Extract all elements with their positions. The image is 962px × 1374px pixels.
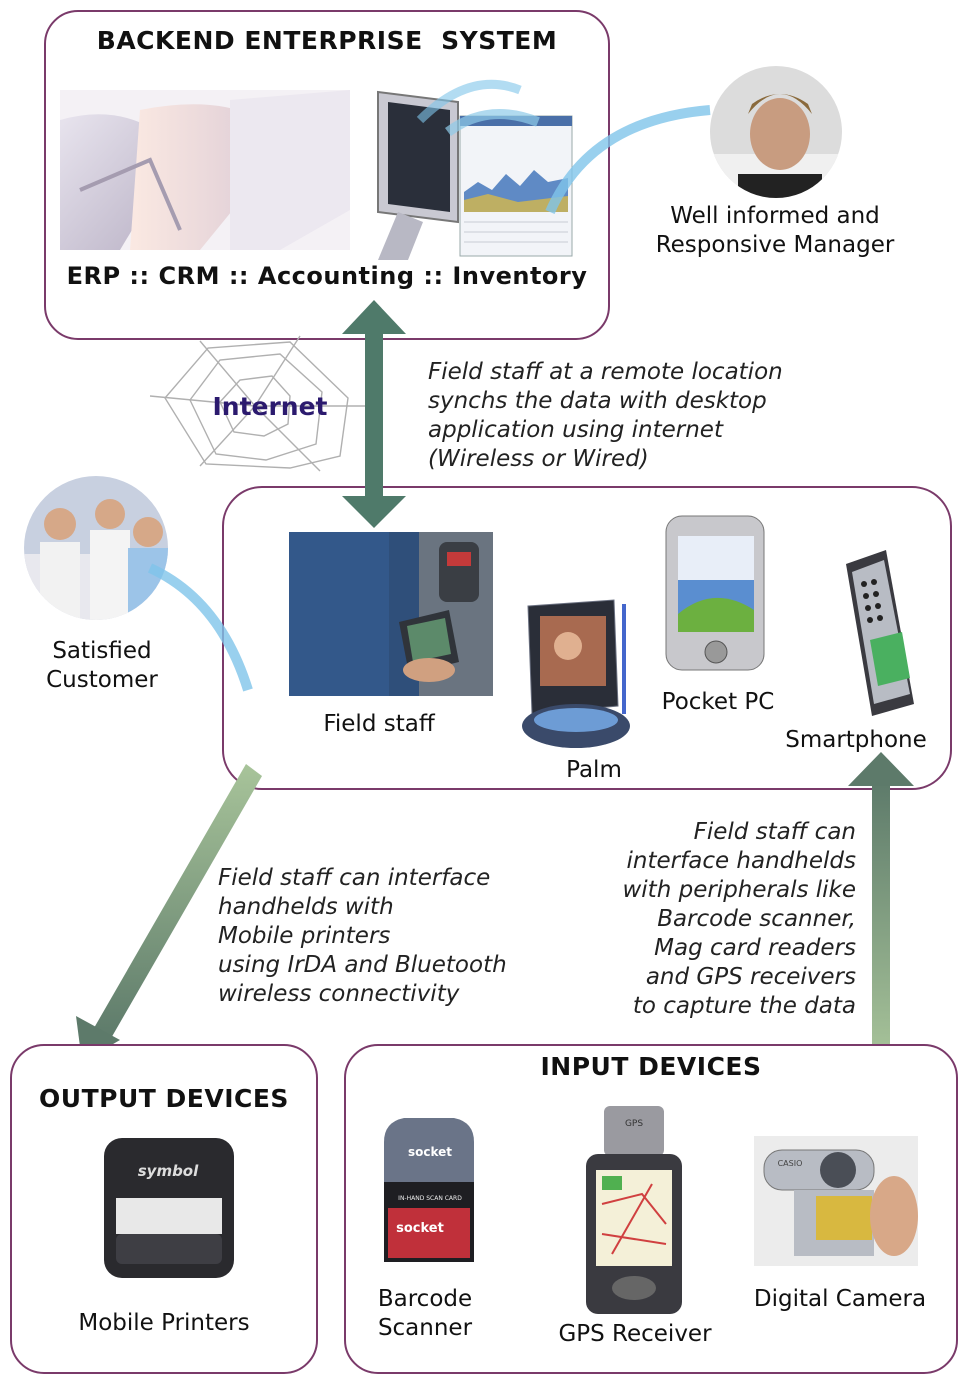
- input-note-line: to capture the data: [632, 993, 856, 1019]
- manager-swoosh: [545, 105, 711, 214]
- manager-label-line1: Well informed and: [670, 203, 880, 229]
- sync-note: Field staff at a remote location synchs …: [428, 358, 848, 474]
- customer-swoosh: [147, 563, 253, 692]
- barcode-label-line2: Scanner: [377, 1315, 473, 1341]
- sync-arrow: [342, 300, 406, 528]
- backend-modules: ERP :: CRM :: Accounting :: Inventory: [66, 262, 588, 290]
- smartphone-label: Smartphone: [785, 727, 927, 753]
- input-note-line: interface handhelds: [626, 848, 856, 874]
- pocket-pc-label: Pocket PC: [661, 689, 775, 715]
- internet-label: Internet: [212, 392, 328, 421]
- customer-label-line2: Customer: [46, 667, 158, 693]
- backend-title: BACKEND ENTERPRISE SYSTEM: [96, 26, 558, 55]
- barcode-label-line1: Barcode: [377, 1286, 473, 1312]
- output-note: Field staff can interface handhelds with…: [218, 864, 548, 1009]
- input-note-line: Barcode scanner,: [657, 906, 856, 932]
- input-note-line: with peripherals like: [622, 877, 856, 903]
- input-title: INPUT DEVICES: [540, 1052, 762, 1081]
- documents-image: [60, 90, 350, 251]
- output-title: OUTPUT DEVICES: [39, 1084, 289, 1113]
- smartphone-image: [846, 550, 914, 716]
- printer-brand-text: symbol: [138, 1162, 199, 1180]
- input-note-line: Field staff can: [693, 819, 856, 845]
- input-note: Field staff can interface handhelds with…: [600, 818, 856, 1021]
- sync-note-line: application using internet: [428, 417, 723, 443]
- output-note-line: Mobile printers: [218, 923, 391, 949]
- input-note-line: and GPS receivers: [645, 964, 856, 990]
- manager-photo: [710, 66, 842, 198]
- field-staff-label: Field staff: [323, 711, 435, 737]
- field-staff-photo: [289, 532, 493, 696]
- mobile-printer-image: symbol: [104, 1138, 234, 1278]
- card-type-text: IN-HAND SCAN CARD: [398, 1195, 462, 1202]
- input-arrow: [848, 752, 914, 1062]
- digital-camera-label: Digital Camera: [753, 1286, 927, 1312]
- mobile-printers-label: Mobile Printers: [78, 1310, 250, 1336]
- internet-web-icon: [149, 335, 365, 472]
- barcode-scanner-card-image: socket IN-HAND SCAN CARD socket: [384, 1118, 474, 1262]
- digital-camera-image: CASIO: [754, 1136, 918, 1266]
- monitor-dashboard-image: [377, 90, 573, 260]
- sync-note-line: (Wireless or Wired): [428, 446, 649, 472]
- card-brand-bottom: socket: [396, 1221, 444, 1236]
- customer-photo: [24, 476, 168, 620]
- output-note-line: Field staff can interface: [218, 865, 491, 891]
- gps-brand-text: GPS: [625, 1119, 643, 1129]
- output-note-line: using IrDA and Bluetooth: [218, 952, 507, 978]
- gps-receiver-image: GPS: [586, 1106, 682, 1314]
- customer-label-line1: Satisfied: [52, 638, 152, 664]
- palm-device-image: [522, 599, 630, 748]
- gps-receiver-label: GPS Receiver: [558, 1321, 712, 1347]
- camera-brand-text: CASIO: [778, 1159, 803, 1168]
- sync-note-line: synchs the data with desktop: [428, 388, 767, 414]
- palm-label: Palm: [566, 757, 622, 783]
- card-brand-top: socket: [408, 1145, 452, 1159]
- sync-note-line: Field staff at a remote location: [428, 359, 783, 385]
- pocket-pc-image: [665, 515, 765, 671]
- output-note-line: wireless connectivity: [218, 981, 460, 1007]
- input-note-line: Mag card readers: [654, 935, 856, 961]
- manager-label-line2: Responsive Manager: [655, 232, 895, 258]
- output-note-line: handhelds with: [218, 894, 394, 920]
